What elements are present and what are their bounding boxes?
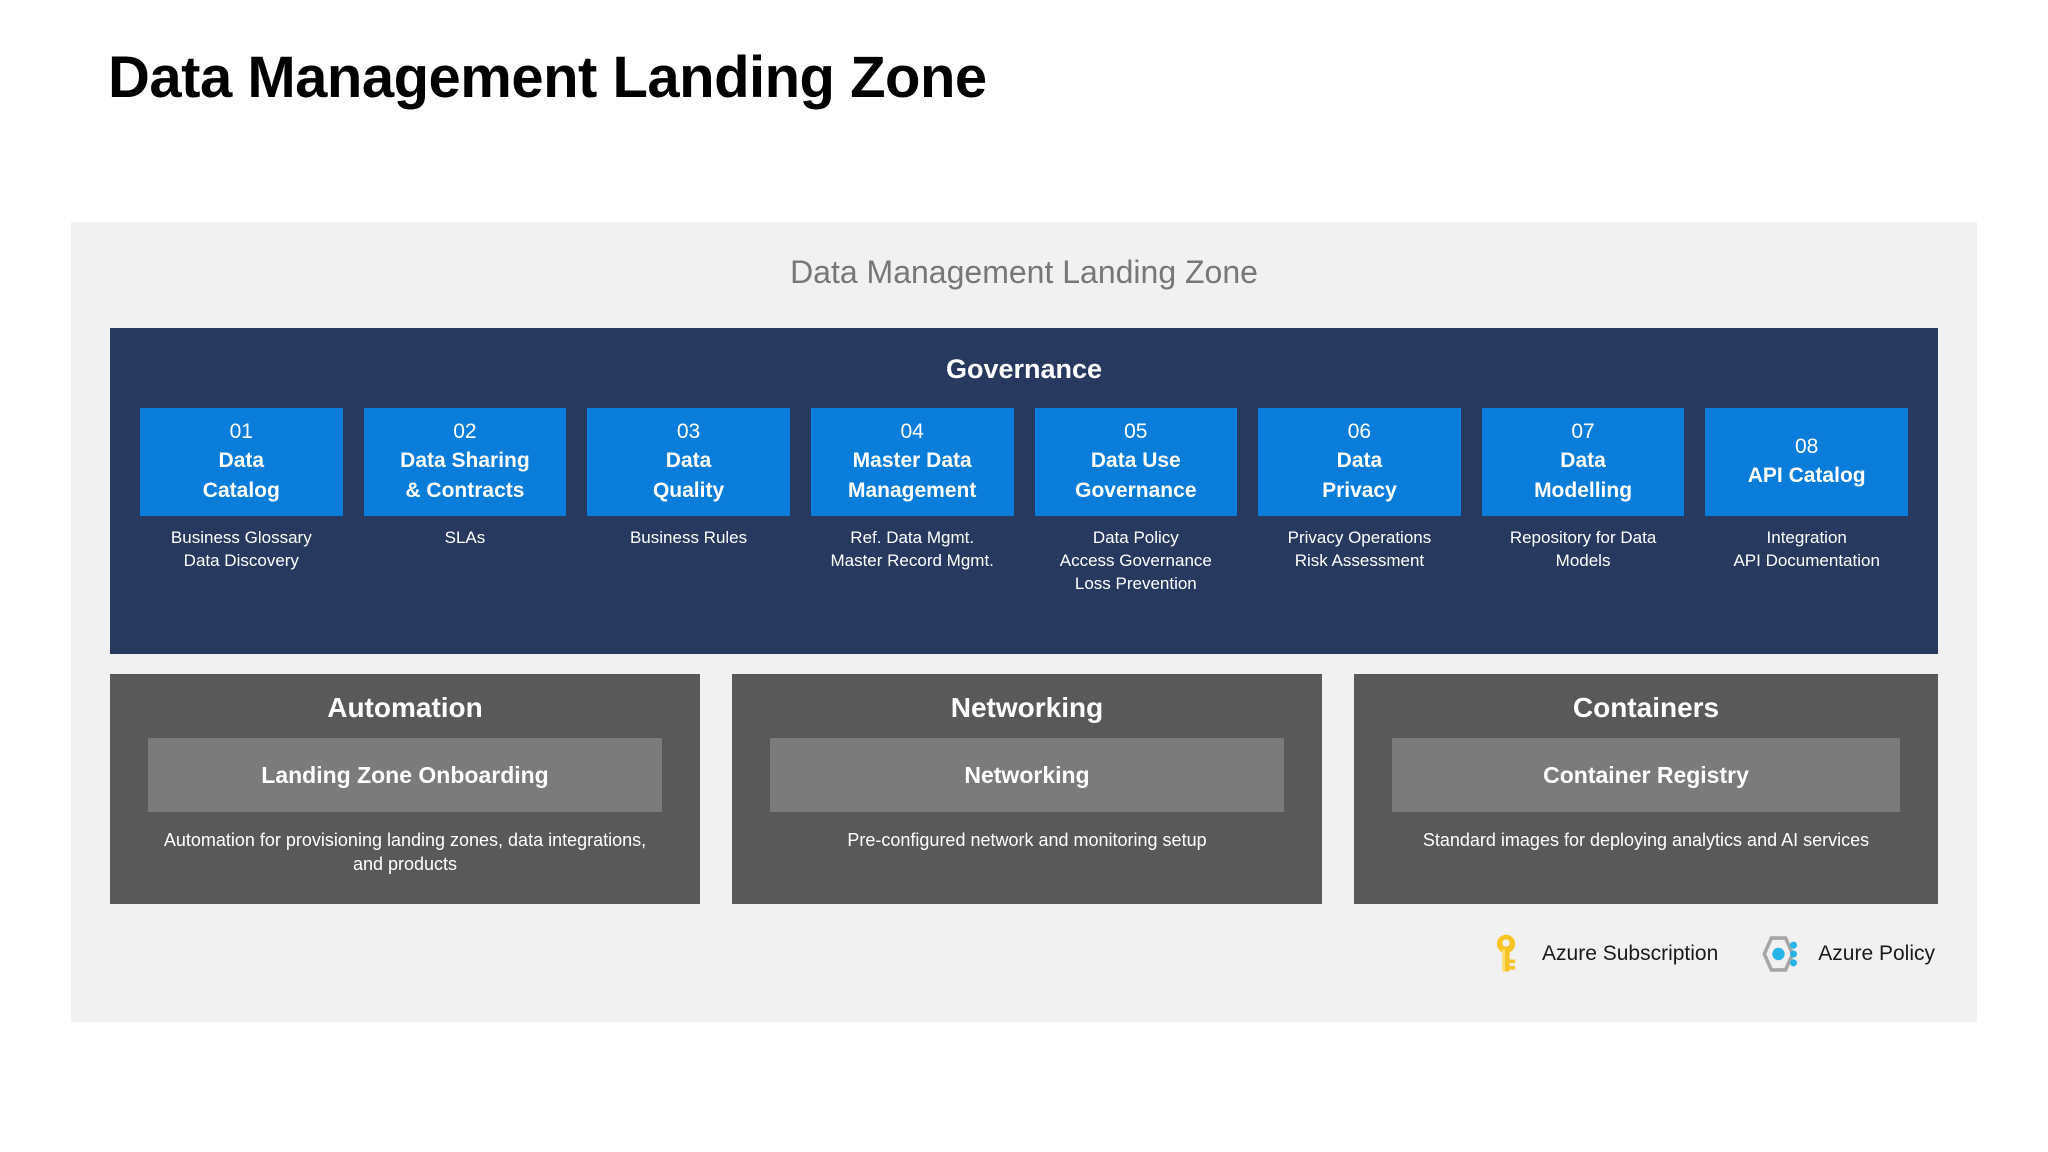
governance-card-caption: Ref. Data Mgmt.Master Record Mgmt. [830, 528, 994, 570]
azure-policy-icon [1758, 930, 1806, 978]
governance-card-name: API Catalog [1747, 464, 1866, 487]
legend-item: Azure Subscription [1482, 930, 1718, 978]
governance-card-number: 04 [900, 420, 924, 443]
governance-card-number: 06 [1347, 420, 1372, 443]
governance-card-number: 01 [229, 420, 253, 443]
governance-card-caption: SLAs [444, 528, 486, 547]
legend-item: Azure Policy [1758, 930, 1935, 978]
panel-subtitle: Data Management Landing Zone [790, 254, 1258, 290]
page-title: Data Management Landing Zone [108, 45, 987, 110]
key-icon [1482, 930, 1530, 978]
capability-panel-service[interactable]: Container Registry [1392, 738, 1900, 812]
governance-card-number: 03 [676, 420, 701, 443]
capability-panel-title: Automation [327, 692, 483, 723]
capability-panel-title: Networking [950, 692, 1104, 723]
governance-card-caption: Business Rules [629, 528, 748, 547]
legend: Azure Subscription Azure Policy [1482, 930, 1935, 978]
governance-card-number: 08 [1795, 435, 1819, 458]
landing-zone-panel: Data Management Landing Zone Governance … [71, 222, 1977, 1022]
governance-card-number: 07 [1571, 420, 1595, 443]
capability-panel-title: Containers [1572, 692, 1720, 723]
legend-label: Azure Subscription [1542, 942, 1719, 965]
governance-card-number: 02 [453, 420, 477, 443]
capability-panel-description: Automation for provisioning landing zone… [163, 830, 647, 874]
capability-panel-description: Pre-configured network and monitoring se… [847, 830, 1207, 850]
governance-card-number: 05 [1124, 420, 1148, 443]
capability-panel-service[interactable]: Networking [770, 738, 1284, 812]
governance-title: Governance [945, 354, 1103, 384]
governance-card-name: Data Sharing& Contracts [400, 449, 530, 502]
capability-panel-service[interactable]: Landing Zone Onboarding [148, 738, 662, 812]
legend-label: Azure Policy [1818, 942, 1935, 965]
capability-panel-description: Standard images for deploying analytics … [1422, 830, 1870, 850]
